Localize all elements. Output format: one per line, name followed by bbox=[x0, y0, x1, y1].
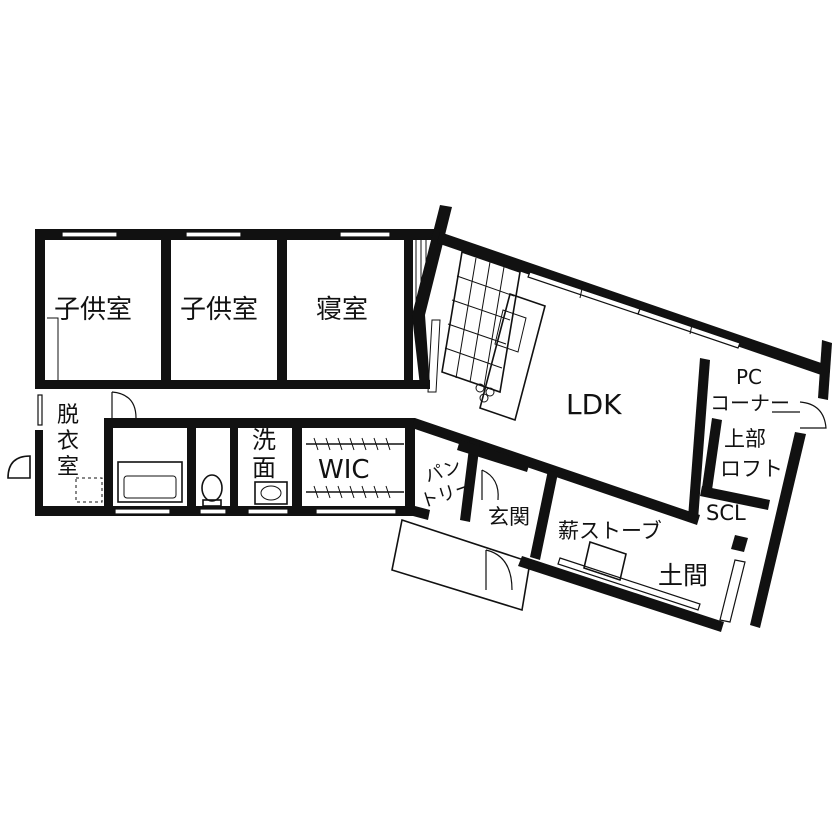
kitchen bbox=[427, 250, 546, 422]
room-label-wic: WIC bbox=[318, 455, 370, 485]
room-label-doma: 土間 bbox=[658, 561, 708, 590]
room-label-washroom-1: 洗 bbox=[252, 426, 276, 454]
top-windows bbox=[37, 231, 397, 515]
room-label-pc-2: コーナー bbox=[710, 391, 790, 415]
room-label-loft-2: ロフト bbox=[720, 457, 783, 481]
right-wing-walls bbox=[412, 205, 832, 632]
room-label-dressing-2: 衣 bbox=[57, 429, 79, 454]
room-label-kids-1: 子供室 bbox=[54, 295, 132, 325]
room-label-dressing-1: 脱 bbox=[57, 403, 79, 428]
room-label-kids-2: 子供室 bbox=[180, 295, 258, 325]
ldk-windows bbox=[527, 271, 746, 623]
room-label-ldk: LDK bbox=[566, 388, 622, 421]
room-label-pc-1: PC bbox=[736, 365, 762, 389]
left-wing-doors bbox=[111, 391, 137, 419]
left-wing-details bbox=[7, 240, 427, 507]
room-label-wood-stove: 薪ストーブ bbox=[558, 519, 662, 543]
room-label-dressing-3: 室 bbox=[57, 455, 79, 480]
room-label-washroom-2: 面 bbox=[252, 454, 276, 482]
room-label-loft-1: 上部 bbox=[724, 427, 766, 451]
room-labels: 子供室 子供室 寝室 脱 衣 室 洗 面 WIC パン トリー 玄関 薪ストーブ… bbox=[54, 295, 790, 590]
left-wing-walls bbox=[35, 229, 440, 516]
room-label-bedroom: 寝室 bbox=[316, 295, 368, 325]
entrance-area bbox=[391, 401, 827, 612]
room-label-scl: SCL bbox=[706, 501, 746, 525]
room-label-entrance: 玄関 bbox=[488, 505, 530, 529]
